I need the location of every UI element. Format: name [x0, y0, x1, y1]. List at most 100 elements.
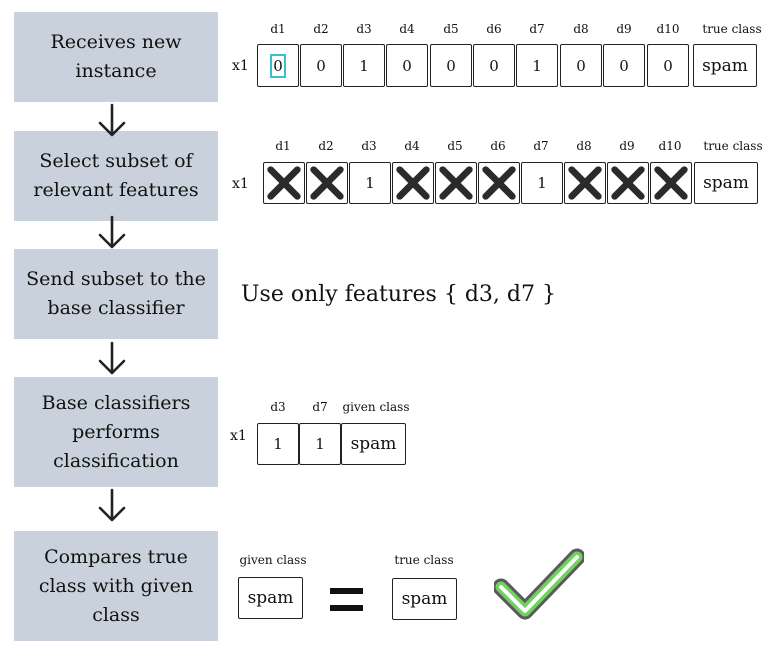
feature-cell: 0 [647, 44, 689, 87]
cell-value: spam [702, 55, 748, 76]
feature-cell: 0 [430, 44, 472, 87]
excluded-feature-cell [392, 162, 434, 204]
down-arrow-icon [97, 215, 127, 249]
cell-value: 0 [489, 56, 499, 75]
feature-header: d6 [486, 22, 502, 36]
cell-value: 0 [576, 56, 586, 75]
feature-header: d1 [270, 22, 286, 36]
feature-header: d3 [361, 139, 377, 153]
selected-features-note: Use only features { d3, d7 } [241, 282, 556, 307]
down-arrow-icon [97, 488, 127, 522]
feature-cell: 1 [257, 423, 299, 465]
cross-icon [654, 166, 688, 200]
feature-cell: 1 [299, 423, 341, 465]
feature-header: d7 [312, 400, 328, 414]
feature-header: d6 [490, 139, 506, 153]
feature-header: d5 [447, 139, 463, 153]
cell-value: spam [247, 588, 294, 608]
equals-icon [330, 587, 364, 617]
excluded-feature-cell [564, 162, 606, 204]
feature-header: d4 [399, 22, 415, 36]
row-label: x1 [232, 176, 249, 192]
feature-cell: 0 [257, 44, 299, 87]
cell-value: 0 [270, 53, 286, 78]
step-label: Base classifiers performs classification [41, 391, 191, 472]
excluded-feature-cell [607, 162, 649, 204]
step-label: Compares true class with given class [38, 545, 194, 626]
cell-value: 1 [359, 56, 369, 75]
excluded-feature-cell [306, 162, 348, 204]
feature-header: d1 [275, 139, 291, 153]
step-label: Select subset of relevant features [33, 150, 199, 201]
cell-value: 0 [316, 56, 326, 75]
cross-icon [439, 166, 473, 200]
feature-cell: 0 [300, 44, 342, 87]
feature-header: d7 [533, 139, 549, 153]
feature-cell: 0 [603, 44, 645, 87]
cross-icon [267, 166, 301, 200]
class-cell: spam [341, 423, 406, 465]
excluded-feature-cell [263, 162, 305, 204]
feature-header: d10 [656, 22, 680, 36]
cell-value: 0 [619, 56, 629, 75]
feature-cell: 0 [473, 44, 515, 87]
cell-value: 1 [532, 56, 542, 75]
feature-cell: 0 [560, 44, 602, 87]
cell-value: spam [401, 589, 448, 609]
excluded-feature-cell [435, 162, 477, 204]
feature-cell: 1 [521, 162, 563, 204]
true-class-cell: spam [392, 578, 457, 620]
cell-value: 1 [537, 174, 547, 192]
cell-value: spam [703, 173, 749, 193]
feature-header: d9 [619, 139, 635, 153]
checkmark-icon [492, 548, 586, 624]
step-receives-instance: Receives new instance [14, 12, 218, 102]
row-label: x1 [232, 58, 249, 74]
class-header: true class [702, 22, 762, 36]
feature-cell: 1 [516, 44, 558, 87]
given-class-header: given class [239, 553, 307, 567]
true-class-header: true class [394, 553, 454, 567]
step-label: Receives new instance [50, 31, 182, 82]
feature-header: d3 [356, 22, 372, 36]
class-header: true class [703, 139, 763, 153]
down-arrow-icon [97, 341, 127, 375]
feature-header: d2 [313, 22, 329, 36]
feature-cell: 1 [349, 162, 391, 204]
class-header: given class [342, 400, 410, 414]
cell-value: 1 [315, 435, 325, 453]
cell-value: spam [350, 434, 397, 454]
feature-header: d8 [576, 139, 592, 153]
class-cell: spam [693, 44, 757, 87]
step-send-subset: Send subset to the base classifier [14, 249, 218, 339]
cell-value: 1 [273, 435, 283, 453]
feature-header: d7 [529, 22, 545, 36]
step-compare-classes: Compares true class with given class [14, 531, 218, 641]
cross-icon [568, 166, 602, 200]
feature-cell: 0 [386, 44, 428, 87]
cross-icon [482, 166, 516, 200]
step-label: Send subset to the base classifier [26, 268, 206, 319]
feature-header: d3 [270, 400, 286, 414]
cross-icon [611, 166, 645, 200]
cell-value: 0 [446, 56, 456, 75]
step-select-subset: Select subset of relevant features [14, 131, 218, 221]
feature-header: d4 [404, 139, 420, 153]
feature-header: d10 [658, 139, 682, 153]
cell-value: 0 [663, 56, 673, 75]
cross-icon [310, 166, 344, 200]
feature-header: d8 [573, 22, 589, 36]
feature-cell: 1 [343, 44, 385, 87]
row-label: x1 [230, 428, 247, 444]
cell-value: 0 [402, 56, 412, 75]
cross-icon [396, 166, 430, 200]
feature-header: d9 [616, 22, 632, 36]
down-arrow-icon [97, 103, 127, 137]
feature-header: d2 [318, 139, 334, 153]
excluded-feature-cell [650, 162, 692, 204]
cell-value: 1 [365, 174, 375, 192]
excluded-feature-cell [478, 162, 520, 204]
given-class-cell: spam [238, 577, 303, 619]
step-base-classification: Base classifiers performs classification [14, 377, 218, 487]
feature-header: d5 [443, 22, 459, 36]
